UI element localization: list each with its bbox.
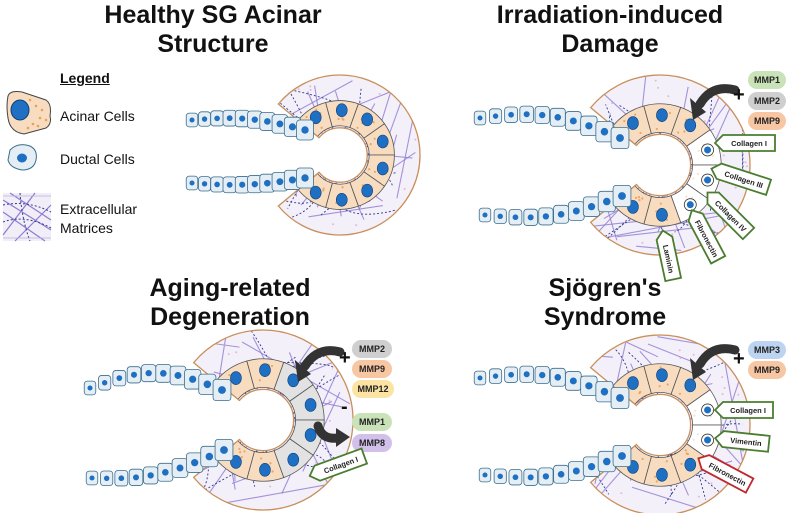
legend-title: Legend [60,70,110,86]
aging-title-line2: Degeneration [150,303,310,331]
legend-acinar-label: Acinar Cells [60,108,135,124]
healthy-title-line1: Healthy SG Acinar [104,1,322,29]
irradiation-title-line1: Irradiation-induced [496,1,724,29]
aging-mmp8: MMP8 [352,434,392,452]
irradiation-mmp1: MMP1 [748,71,786,89]
aging-title-line1: Aging-related [149,274,311,302]
irradiation-plus-sign: + [733,84,745,106]
aging-plus-sign: + [339,347,351,369]
healthy-title-line2: Structure [157,30,269,58]
sjogren-title: Sjögren's Syndrome [495,274,715,332]
legend-ecm-label: Extracellular Matrices [60,200,137,238]
sjogren-gland-capsule [589,334,751,513]
irradiation-mmp9: MMP9 [748,112,786,130]
sjogren-gland [473,334,751,513]
sjogren-mmp9: MMP9 [748,361,786,379]
irradiation-gland-capsule [589,74,751,256]
irradiation-title-line2: Damage [561,30,659,58]
aging-gland-ductal-cells [83,363,234,487]
aging-mmp2: MMP2 [352,340,392,358]
aging-gland-ecm-fill [193,330,353,511]
irradiation-mmp2: MMP2 [748,92,786,110]
aging-gland [83,329,354,511]
legend-ductal-label: Ductal Cells [60,151,135,167]
sjogren-title-line2: Syndrome [543,303,667,331]
aging-mmp1: MMP1 [352,413,392,431]
sjogren-gland-ductal-cells [473,365,632,486]
aging-gland-capsule [192,329,354,511]
legend-ecm-label-line2: Matrices [60,220,113,236]
irradiation-gland-acinar-cells [612,103,722,227]
aging-mmp12: MMP12 [352,380,394,398]
irradiation-gland-ecm-fill [590,75,750,256]
sjogren-plus-sign: + [733,348,745,370]
legend-ecm-label-line1: Extracellular [60,201,138,217]
healthy-gland-capsule [277,74,421,236]
sjogren-mmp3: MMP3 [748,341,786,359]
irradiation-title: Irradiation-induced Damage [470,1,750,59]
aging-mmp9: MMP9 [352,360,392,378]
healthy-gland-ductal-cells [185,109,314,194]
healthy-gland-acinar-cells [297,100,395,210]
healthy-title: Healthy SG Acinar Structure [88,1,338,59]
aging-title: Aging-related Degeneration [90,274,370,332]
healthy-gland [185,74,421,236]
irradiation-gland [473,74,751,256]
aging-gland-acinar-cells [215,358,325,482]
sjogren-title-line1: Sjögren's [548,274,662,302]
aging-minus-sign: - [341,396,348,418]
irradiation-gland-ductal-cells [473,105,632,226]
sjogren-gland-acinar-cells [612,363,722,487]
